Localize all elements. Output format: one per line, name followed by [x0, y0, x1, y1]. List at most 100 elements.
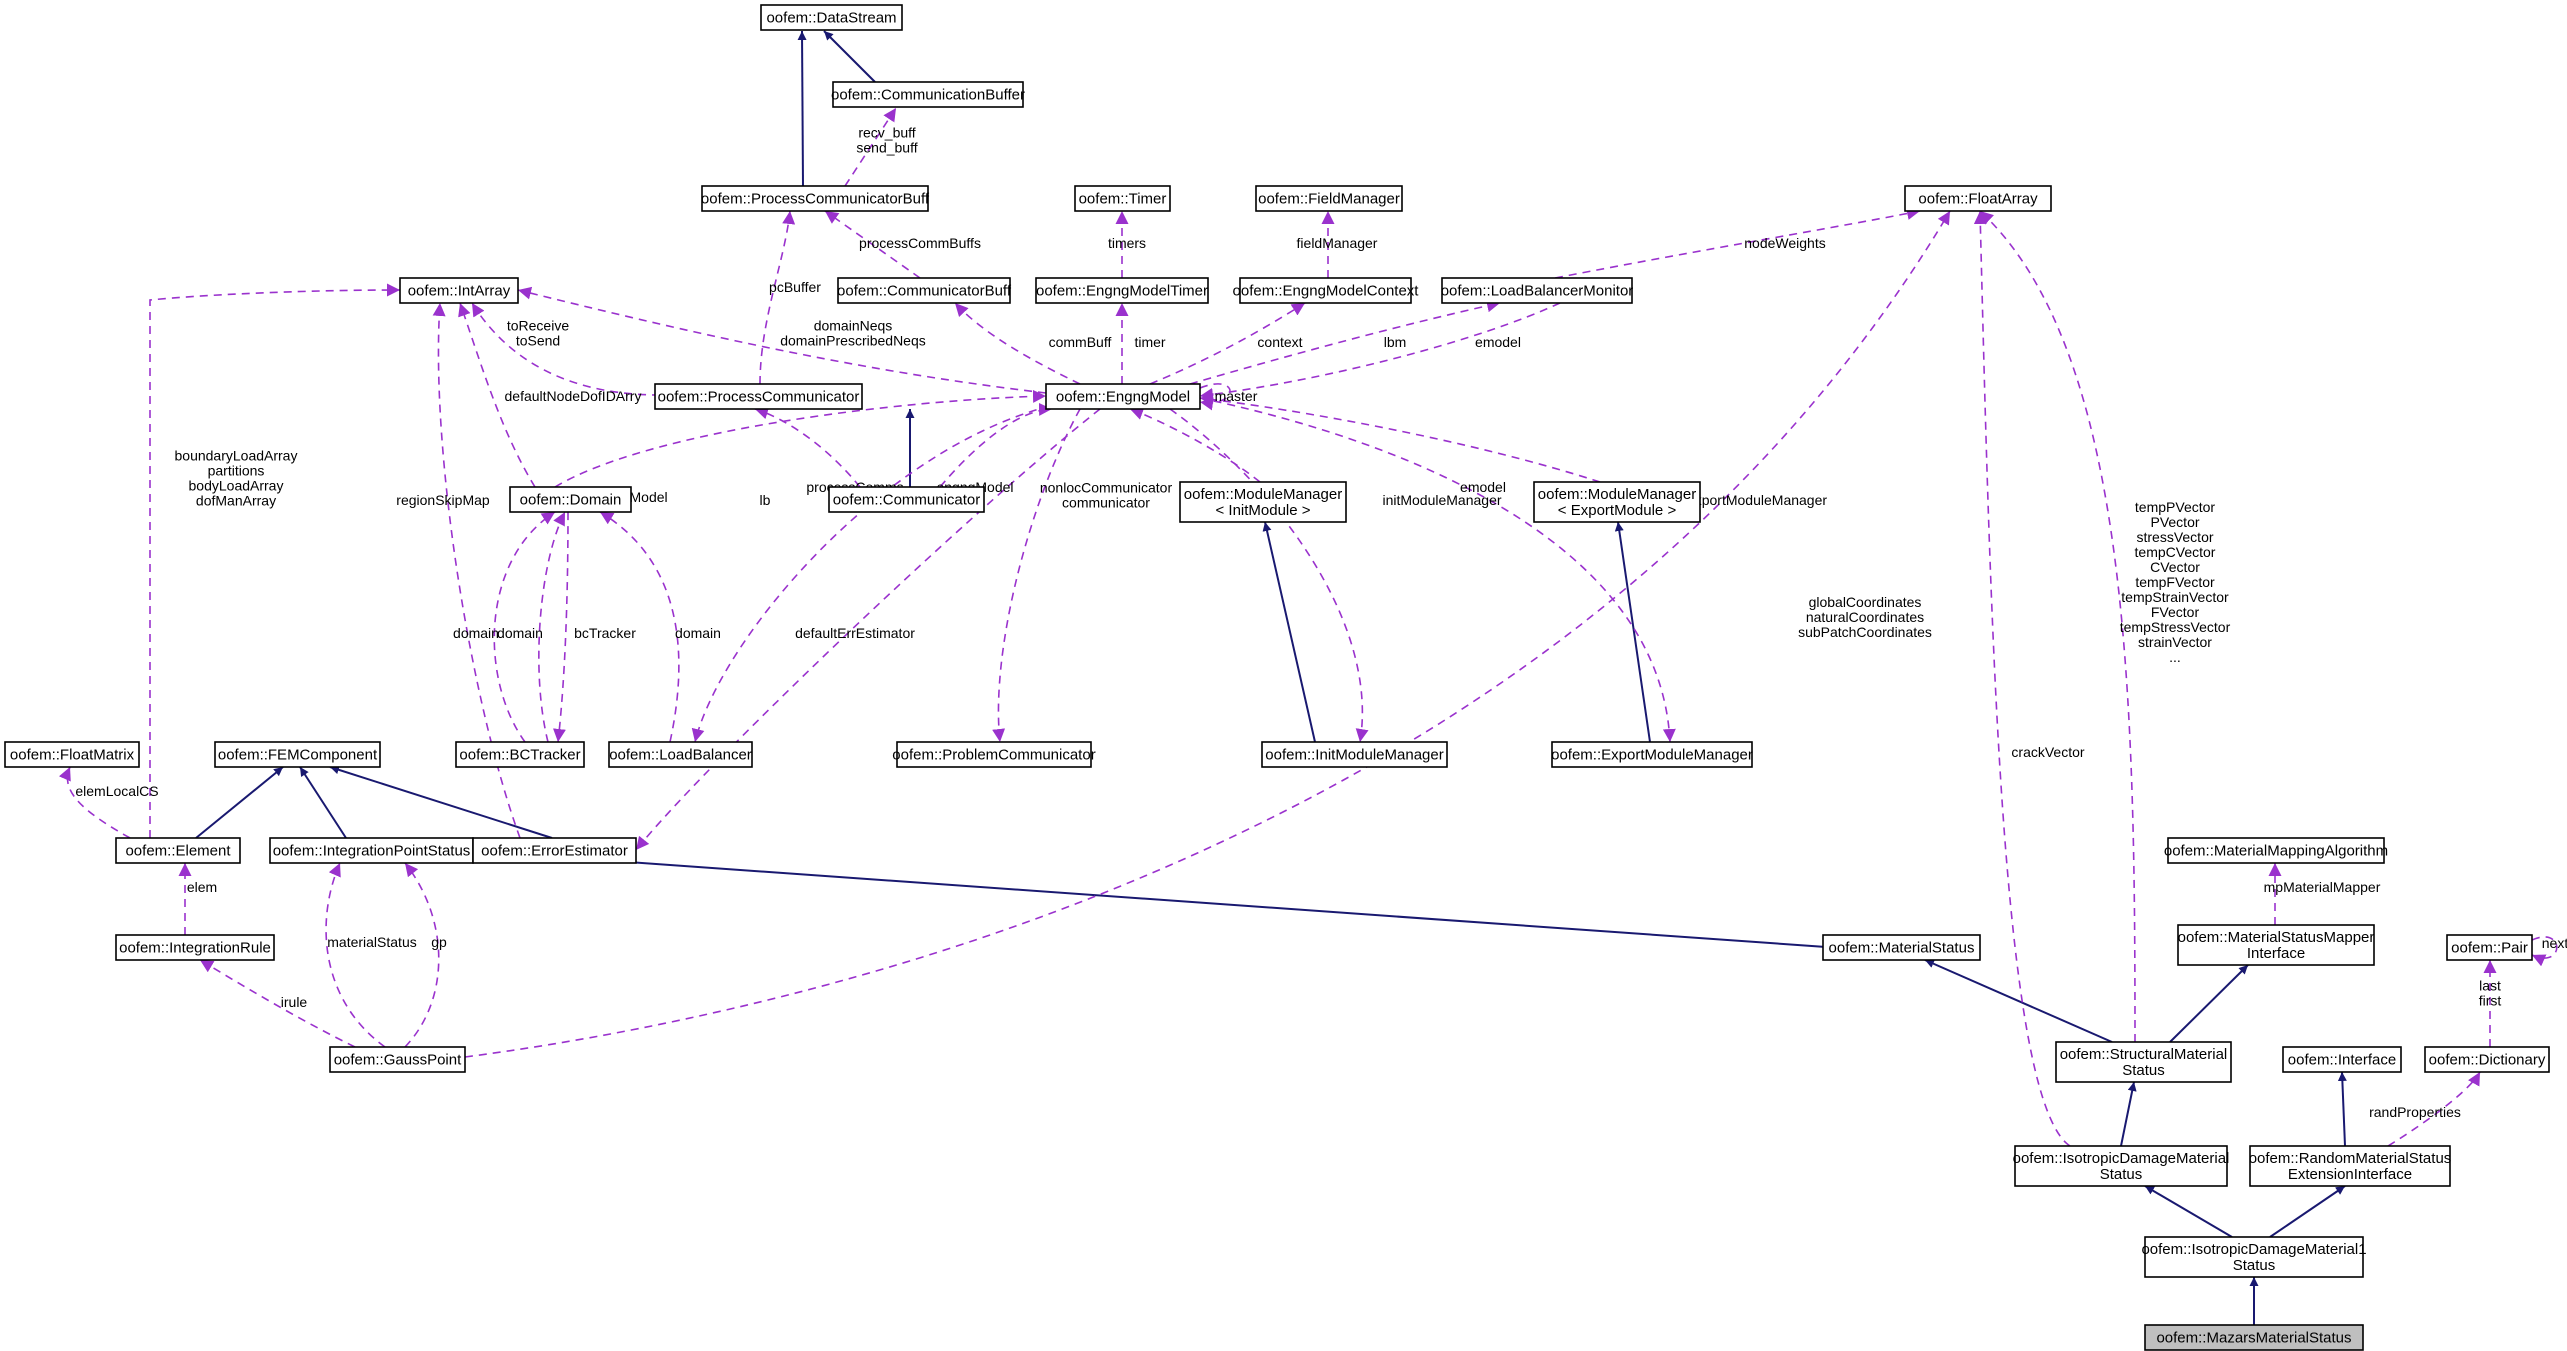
class-box	[115, 934, 275, 961]
class-node-ModuleManagerInit[interactable]: oofem::ModuleManager< InitModule >	[1179, 481, 1347, 523]
class-node-DataStream[interactable]: oofem::DataStream	[760, 4, 903, 31]
edge-label-defaultErrEstimator: defaultErrEstimator	[795, 625, 915, 641]
class-node-CommunicatorBuff[interactable]: oofem::CommunicatorBuff	[837, 277, 1012, 304]
class-name: oofem::FEMComponent	[218, 747, 378, 764]
edge-label-domain1: domain	[453, 625, 499, 641]
edge-label-gp: gp	[431, 934, 447, 950]
class-node-MaterialStatus[interactable]: oofem::MaterialStatus	[1822, 934, 1981, 961]
class-node-GaussPoint[interactable]: oofem::GaussPoint	[329, 1046, 466, 1073]
class-box	[2167, 837, 2385, 864]
inheritance-edge	[299, 766, 347, 839]
edge-label-bcTracker: bcTracker	[574, 625, 636, 641]
edge-label-elemLocalCS: elemLocalCS	[75, 783, 158, 799]
class-node-ProblemCommunicator[interactable]: oofem::ProblemCommunicator	[892, 741, 1096, 768]
class-node-FloatMatrix[interactable]: oofem::FloatMatrix	[4, 741, 140, 768]
inheritance-edge	[2337, 1071, 2347, 1147]
class-node-ProcessCommunicator[interactable]: oofem::ProcessCommunicator	[654, 383, 863, 410]
class-node-InitModuleManager[interactable]: oofem::InitModuleManager	[1261, 741, 1448, 768]
inheritance-edge	[797, 30, 807, 187]
class-node-ModuleManagerExport[interactable]: oofem::ModuleManager< ExportModule >	[1533, 481, 1701, 523]
class-node-MazarsMaterialStatus[interactable]: oofem::MazarsMaterialStatus	[2144, 1324, 2364, 1351]
class-box	[1441, 277, 1633, 304]
usage-edge-toReceive_toSend	[471, 302, 661, 396]
class-name: oofem::LoadBalancer	[609, 747, 752, 764]
class-node-Timer[interactable]: oofem::Timer	[1074, 185, 1171, 212]
edge-label-commBuff: commBuff	[1049, 334, 1112, 350]
edge-label-elem: elem	[187, 879, 217, 895]
usage-edge-domain1	[493, 511, 556, 743]
class-node-EngngModelTimer[interactable]: oofem::EngngModelTimer	[1035, 277, 1209, 304]
class-node-IntArray[interactable]: oofem::IntArray	[399, 277, 519, 304]
class-node-Domain[interactable]: oofem::Domain	[509, 486, 632, 513]
class-name: oofem::DataStream	[766, 10, 896, 27]
class-node-CommunicationBuffer[interactable]: oofem::CommunicationBuffer	[831, 81, 1025, 108]
class-name: oofem::ProblemCommunicator	[892, 747, 1095, 764]
class-box	[2055, 1041, 2232, 1083]
inheritance-edge	[2144, 1185, 2233, 1238]
class-node-FloatArray[interactable]: oofem::FloatArray	[1904, 185, 2052, 212]
usage-edge-exportModuleManager	[1199, 397, 1676, 743]
class-node-Element[interactable]: oofem::Element	[115, 837, 241, 864]
class-name: oofem::Pair	[2451, 940, 2528, 957]
class-node-Interface[interactable]: oofem::Interface	[2282, 1046, 2402, 1073]
class-box	[2446, 934, 2533, 961]
edge-label-context: context	[1257, 334, 1302, 350]
class-box	[1074, 185, 1171, 212]
class-name: oofem::MaterialStatus	[1829, 940, 1975, 957]
class-box	[1261, 741, 1448, 768]
class-node-EngngModel[interactable]: oofem::EngngModel	[1045, 383, 1201, 410]
usage-edge-bcTracker	[552, 511, 569, 743]
class-node-IntegrationPointStatus[interactable]: oofem::IntegrationPointStatus	[269, 837, 474, 864]
class-node-Communicator[interactable]: oofem::Communicator	[828, 486, 985, 513]
class-name: oofem::ModuleManager< InitModule >	[1184, 486, 1342, 519]
edge-label-mpMaterialMapper: mpMaterialMapper	[2264, 879, 2381, 895]
class-node-LoadBalancer[interactable]: oofem::LoadBalancer	[608, 741, 753, 768]
usage-edge-crackVector	[1973, 210, 2071, 1147]
class-node-IntegrationRule[interactable]: oofem::IntegrationRule	[115, 934, 275, 961]
usage-edge-emodel_export	[1199, 393, 1601, 483]
edge-label-lbm: lbm	[1384, 334, 1407, 350]
usage-edge-tempPVector	[1979, 210, 2136, 1043]
usage-edge-regionSkipMap	[432, 302, 521, 839]
usage-edge-domain3	[599, 511, 680, 743]
class-box	[2014, 1145, 2228, 1187]
usage-edge-engngModel	[939, 402, 1053, 488]
class-box	[329, 1046, 466, 1073]
class-node-ErrorEstimator[interactable]: oofem::ErrorEstimator	[472, 837, 637, 864]
class-box	[654, 383, 863, 410]
class-box	[1035, 277, 1209, 304]
class-node-ProcessCommunicatorBuff[interactable]: oofem::ProcessCommunicatorBuff	[701, 185, 930, 212]
usage-edge-next	[2531, 936, 2558, 967]
edge-label-materialStatus: materialStatus	[327, 934, 416, 950]
class-box	[4, 741, 140, 768]
class-node-FieldManager[interactable]: oofem::FieldManager	[1255, 185, 1403, 212]
class-box	[455, 741, 585, 768]
inheritance-edge	[2120, 1081, 2137, 1147]
class-node-MaterialMappingAlgorithm[interactable]: oofem::MaterialMappingAlgorithm	[2164, 837, 2388, 864]
class-node-Pair[interactable]: oofem::Pair	[2446, 934, 2533, 961]
class-name: oofem::ModuleManager< ExportModule >	[1538, 486, 1696, 519]
edge-label-lb: lb	[760, 492, 771, 508]
edge-label-fieldManager: fieldManager	[1297, 235, 1378, 251]
class-node-BCTracker[interactable]: oofem::BCTracker	[455, 741, 585, 768]
class-box	[1904, 185, 2052, 212]
class-box	[115, 837, 241, 864]
class-node-FEMComponent[interactable]: oofem::FEMComponent	[214, 741, 381, 768]
class-box	[1551, 741, 1753, 768]
class-node-ExportModuleManager[interactable]: oofem::ExportModuleManager	[1551, 741, 1753, 768]
usage-edge-materialStatus	[325, 862, 386, 1048]
class-node-Dictionary[interactable]: oofem::Dictionary	[2424, 1046, 2550, 1073]
class-node-LoadBalancerMonitor[interactable]: oofem::LoadBalancerMonitor	[1441, 277, 1634, 304]
class-node-EngngModelContext[interactable]: oofem::EngngModelContext	[1233, 277, 1420, 304]
class-box	[828, 486, 985, 513]
